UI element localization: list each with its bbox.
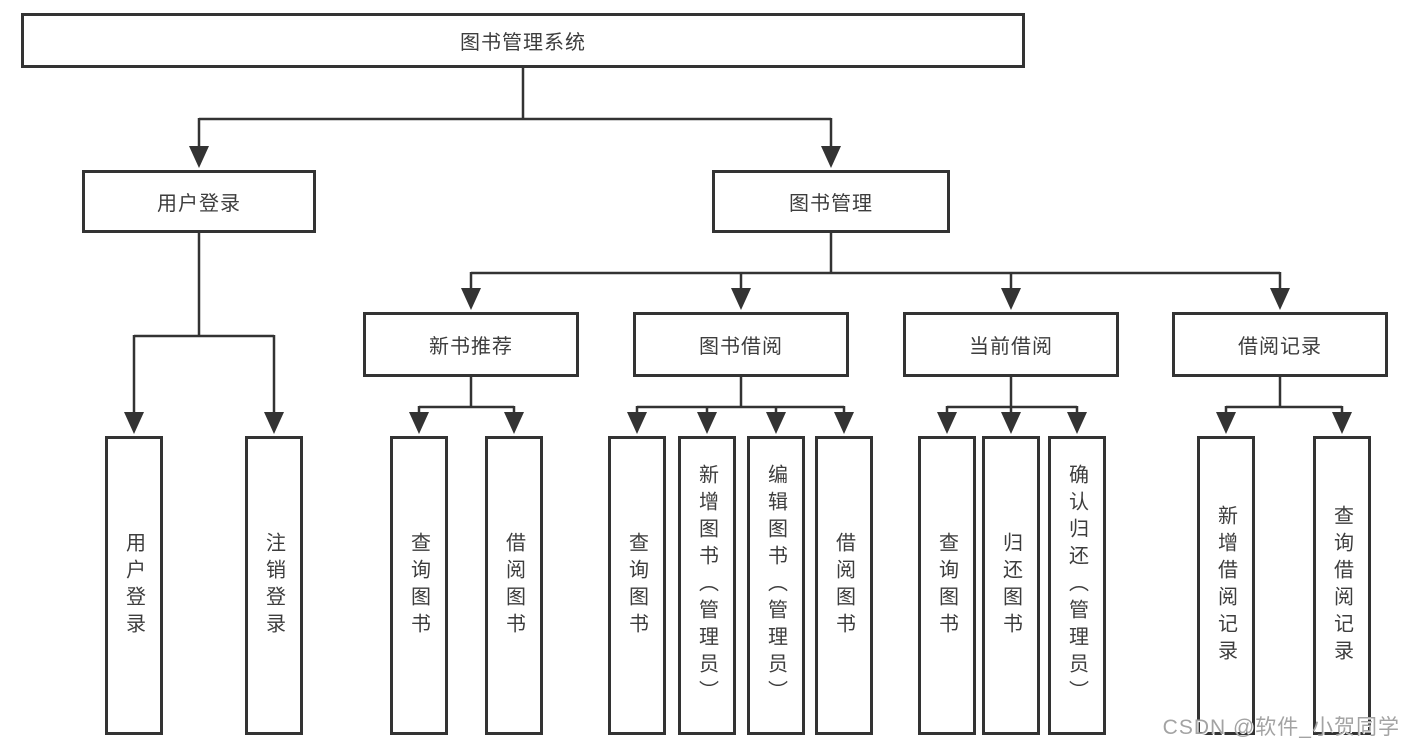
- leaf-add-books-admin: 新增图书（管理员）: [678, 436, 736, 735]
- leaf-label: 借阅图书: [832, 531, 855, 640]
- leaf-label: 注销登录: [262, 531, 285, 640]
- node-user-login: 用户登录: [82, 170, 316, 233]
- node-label: 借阅记录: [1238, 336, 1322, 358]
- leaf-label: 编辑图书（管理员）: [764, 464, 787, 707]
- node-book-borrow: 图书借阅: [633, 312, 849, 377]
- leaf-label: 借阅图书: [502, 531, 525, 640]
- node-book-management: 图书管理: [712, 170, 950, 233]
- node-label: 图书管理: [789, 193, 873, 215]
- node-new-book-recommend: 新书推荐: [363, 312, 579, 377]
- leaf-add-borrow-record: 新增借阅记录: [1197, 436, 1255, 735]
- leaf-recommend-borrow-books: 借阅图书: [485, 436, 543, 735]
- watermark: CSDN @软件_小贺同学: [1162, 716, 1400, 739]
- leaf-label: 新增借阅记录: [1214, 504, 1237, 667]
- node-borrow-records: 借阅记录: [1172, 312, 1388, 377]
- arrowheads: [124, 146, 1352, 434]
- leaf-label: 查询图书: [625, 531, 648, 640]
- node-label: 当前借阅: [969, 336, 1053, 358]
- leaf-confirm-return-admin: 确认归还（管理员）: [1048, 436, 1106, 735]
- node-label: 新书推荐: [429, 336, 513, 358]
- leaf-borrow-books: 借阅图书: [815, 436, 873, 735]
- node-library-management-system: 图书管理系统: [21, 13, 1025, 68]
- leaf-label: 确认归还（管理员）: [1065, 464, 1088, 707]
- leaf-label: 查询借阅记录: [1330, 504, 1353, 667]
- leaf-return-books: 归还图书: [982, 436, 1040, 735]
- leaf-current-query-books: 查询图书: [918, 436, 976, 735]
- node-label: 图书借阅: [699, 336, 783, 358]
- leaf-label: 用户登录: [122, 531, 145, 640]
- node-label: 图书管理系统: [460, 32, 586, 54]
- leaf-label: 查询图书: [407, 531, 430, 640]
- leaf-label: 查询图书: [935, 531, 958, 640]
- node-current-borrow: 当前借阅: [903, 312, 1119, 377]
- leaf-query-borrow-record: 查询借阅记录: [1313, 436, 1371, 735]
- leaf-label: 归还图书: [999, 531, 1022, 640]
- leaf-borrow-query-books: 查询图书: [608, 436, 666, 735]
- leaf-edit-books-admin: 编辑图书（管理员）: [747, 436, 805, 735]
- leaf-label: 新增图书（管理员）: [695, 464, 718, 707]
- leaf-user-login: 用户登录: [105, 436, 163, 735]
- leaf-recommend-query-books: 查询图书: [390, 436, 448, 735]
- leaf-logout: 注销登录: [245, 436, 303, 735]
- node-label: 用户登录: [157, 193, 241, 215]
